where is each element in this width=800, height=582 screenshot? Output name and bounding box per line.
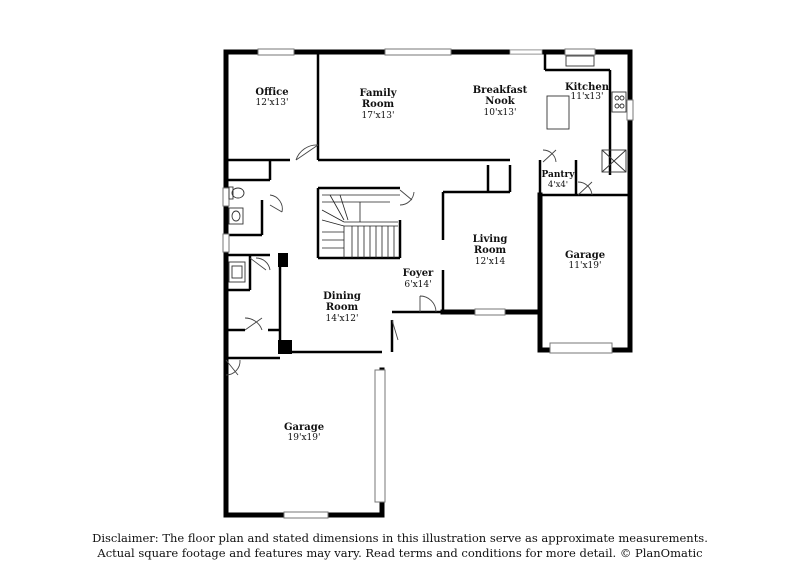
- kitchen-dims: 11'x13': [571, 92, 604, 102]
- interior-walls: [226, 52, 630, 360]
- laundry-sink: [228, 261, 246, 283]
- garage-large-dims: 19'x19': [288, 433, 321, 443]
- disclaimer-line-1: Disclaimer: The floor plan and stated di…: [92, 531, 708, 545]
- kitchen-island: [546, 95, 570, 130]
- room-labels: Office 12'x13' Family Room 17'x13' Break…: [255, 82, 609, 443]
- kitchen-label: Kitchen: [565, 82, 610, 93]
- foyer-label: Foyer: [403, 268, 434, 279]
- garage-small-dims: 11'x19': [569, 261, 602, 271]
- family-room-label-1: Family: [359, 88, 397, 99]
- dining-room-dims: 14'x12': [326, 314, 359, 324]
- foyer-dims: 6'x14': [404, 280, 431, 290]
- bath-sink: [228, 207, 244, 225]
- breakfast-nook-label-1: Breakfast: [473, 85, 528, 96]
- living-room-label-2: Room: [474, 245, 507, 256]
- kitchen-sink: [565, 55, 595, 67]
- pantry-dims: 4'x4': [548, 180, 568, 190]
- fixtures: [228, 55, 627, 283]
- breakfast-nook-dims: 10'x13': [484, 108, 517, 118]
- stairs: [321, 194, 400, 258]
- dining-room-label-2: Room: [326, 302, 359, 313]
- wall-blocks: [278, 253, 292, 354]
- garage-small-label: Garage: [565, 250, 605, 261]
- doors: [225, 144, 593, 376]
- living-room-label-1: Living: [473, 234, 508, 245]
- stove: [611, 91, 627, 113]
- office-label: Office: [255, 87, 288, 98]
- fridge: [601, 149, 627, 173]
- living-room-dims: 12'x14: [475, 257, 506, 267]
- disclaimer-line-2: Actual square footage and features may v…: [97, 546, 703, 560]
- family-room-dims: 17'x13': [362, 111, 395, 121]
- family-room-label-2: Room: [362, 99, 395, 110]
- dining-room-label-1: Dining: [323, 291, 361, 302]
- garage-large-label: Garage: [284, 422, 324, 433]
- toilet: [231, 187, 245, 199]
- windows: [222, 48, 634, 519]
- pantry-label: Pantry: [541, 170, 575, 180]
- breakfast-nook-label-2: Nook: [485, 96, 515, 107]
- office-dims: 12'x13': [256, 98, 289, 108]
